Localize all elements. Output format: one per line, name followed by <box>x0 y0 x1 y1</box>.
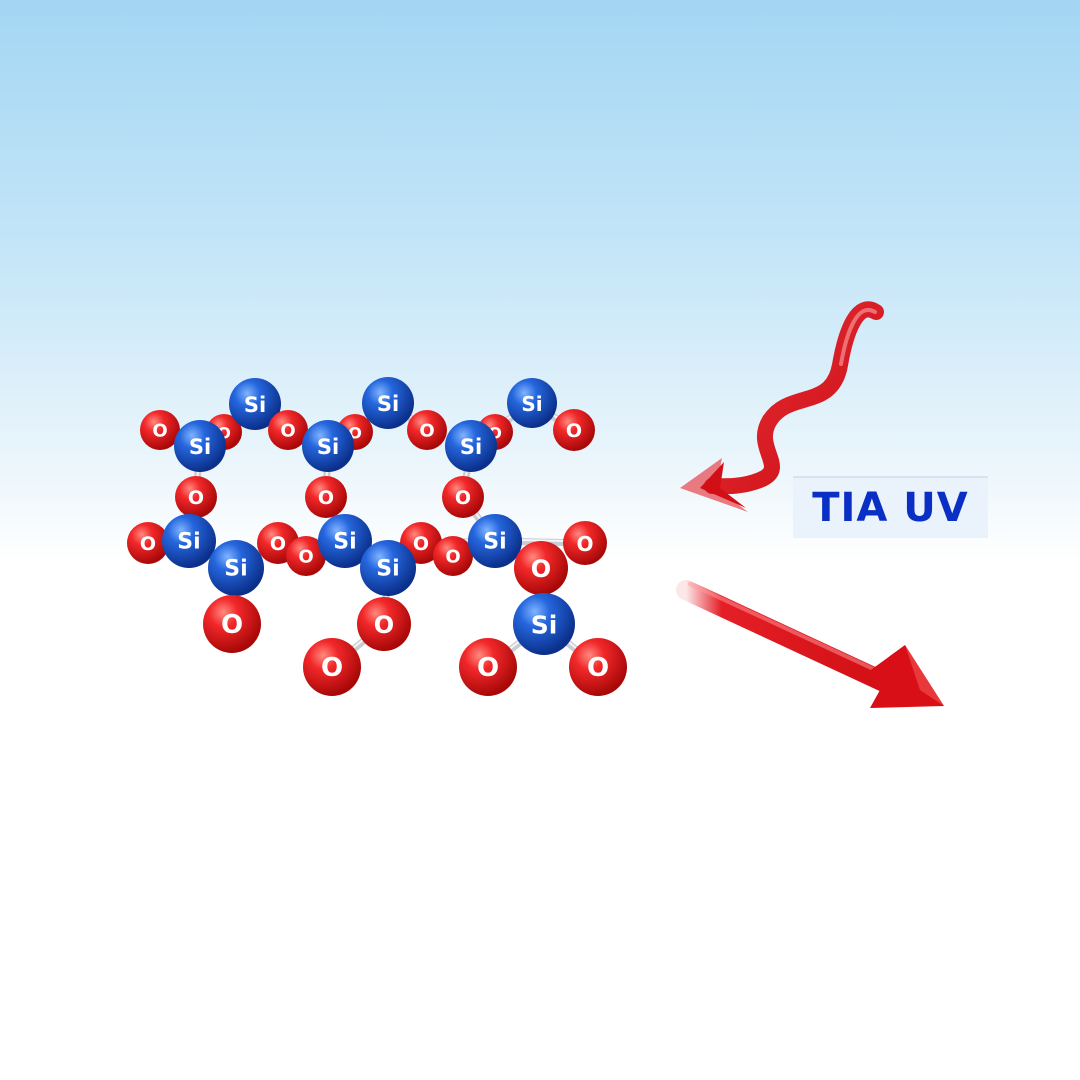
oxygen-label: O <box>576 532 593 556</box>
oxygen-label: O <box>188 487 204 509</box>
silicon-atom: Si <box>360 540 416 596</box>
oxygen-label: O <box>140 533 156 555</box>
oxygen-atom: O <box>175 476 217 518</box>
oxygen-sphere <box>357 597 411 651</box>
silicon-sphere <box>208 540 264 596</box>
oxygen-atom: O <box>563 521 607 565</box>
silicon-label: Si <box>483 530 506 555</box>
silicon-sphere <box>229 378 281 430</box>
silicon-sphere <box>513 593 575 655</box>
oxygen-sphere <box>514 541 568 595</box>
silicon-label: Si <box>377 392 399 416</box>
silicon-atom: Si <box>162 514 216 568</box>
silicon-label: Si <box>531 611 558 640</box>
oxygen-sphere <box>563 521 607 565</box>
oxygen-label: O <box>566 420 582 442</box>
oxygen-label: O <box>221 610 243 640</box>
silicon-sphere <box>507 378 557 428</box>
silicon-sphere <box>445 420 497 472</box>
silicon-sphere <box>318 514 372 568</box>
silicon-label: Si <box>224 557 247 582</box>
silicon-atom: Si <box>507 378 557 428</box>
oxygen-atom: O <box>127 522 169 564</box>
oxygen-atom: O <box>203 595 261 653</box>
oxygen-sphere <box>433 536 473 576</box>
oxygen-label: O <box>280 421 295 442</box>
oxygen-atom: O <box>459 638 517 696</box>
silicon-label: Si <box>521 392 542 416</box>
oxygen-sphere <box>442 476 484 518</box>
silicon-label: Si <box>376 557 399 582</box>
oxygen-atom: O <box>286 536 326 576</box>
oxygen-sphere <box>140 410 180 450</box>
oxygen-atom: O <box>433 536 473 576</box>
silicon-label: Si <box>333 530 356 555</box>
oxygen-atom: O <box>357 597 411 651</box>
silicon-label: Si <box>189 435 211 459</box>
silicon-atom: Si <box>229 378 281 430</box>
oxygen-label: O <box>419 421 434 442</box>
silicon-sphere <box>162 514 216 568</box>
oxygen-label: O <box>587 653 609 683</box>
silicon-sphere <box>468 514 522 568</box>
silicon-atom: Si <box>513 593 575 655</box>
silicon-label: Si <box>317 435 339 459</box>
silicon-atom: Si <box>445 420 497 472</box>
silicon-atom: Si <box>174 420 226 472</box>
oxygen-sphere <box>459 638 517 696</box>
oxygen-label: O <box>455 487 471 509</box>
silicon-label: Si <box>460 435 482 459</box>
oxygen-sphere <box>286 536 326 576</box>
oxygen-atom: O <box>268 410 308 450</box>
uv-label-box: TIA UV <box>793 476 988 538</box>
oxygen-label: O <box>374 611 394 639</box>
silicon-sphere <box>362 377 414 429</box>
oxygen-sphere <box>127 522 169 564</box>
oxygen-label: O <box>477 653 499 683</box>
silicon-atom: Si <box>302 420 354 472</box>
oxygen-sphere <box>569 638 627 696</box>
oxygen-sphere <box>268 410 308 450</box>
oxygen-sphere <box>407 410 447 450</box>
oxygen-atom: O <box>442 476 484 518</box>
silicon-atom: Si <box>318 514 372 568</box>
silicon-label: Si <box>244 393 266 417</box>
oxygen-atom: O <box>303 638 361 696</box>
silicon-atom: Si <box>468 514 522 568</box>
silicon-label: Si <box>177 530 200 555</box>
oxygen-label: O <box>413 533 429 555</box>
silicon-sphere <box>174 420 226 472</box>
oxygen-sphere <box>303 638 361 696</box>
oxygen-atom: O <box>553 409 595 451</box>
uv-label-text: TIA UV <box>812 485 969 531</box>
oxygen-label: O <box>445 547 460 568</box>
oxygen-label: O <box>270 533 286 555</box>
oxygen-sphere <box>175 476 217 518</box>
oxygen-atom: O <box>569 638 627 696</box>
oxygen-atom: O <box>305 476 347 518</box>
silicon-atom: Si <box>362 377 414 429</box>
oxygen-label: O <box>152 421 167 442</box>
oxygen-sphere <box>203 595 261 653</box>
oxygen-sphere <box>305 476 347 518</box>
incoming-uv-arrow <box>680 301 884 512</box>
oxygen-label: O <box>298 547 313 568</box>
oxygen-atom: O <box>514 541 568 595</box>
oxygen-sphere <box>553 409 595 451</box>
oxygen-label: O <box>321 653 343 683</box>
oxygen-label: O <box>318 487 334 509</box>
silicon-atom: Si <box>208 540 264 596</box>
silicon-sphere <box>360 540 416 596</box>
oxygen-atom: O <box>140 410 180 450</box>
oxygen-atom: O <box>407 410 447 450</box>
silicon-sphere <box>302 420 354 472</box>
oxygen-label: O <box>531 555 551 583</box>
outgoing-uv-arrow <box>676 580 944 708</box>
